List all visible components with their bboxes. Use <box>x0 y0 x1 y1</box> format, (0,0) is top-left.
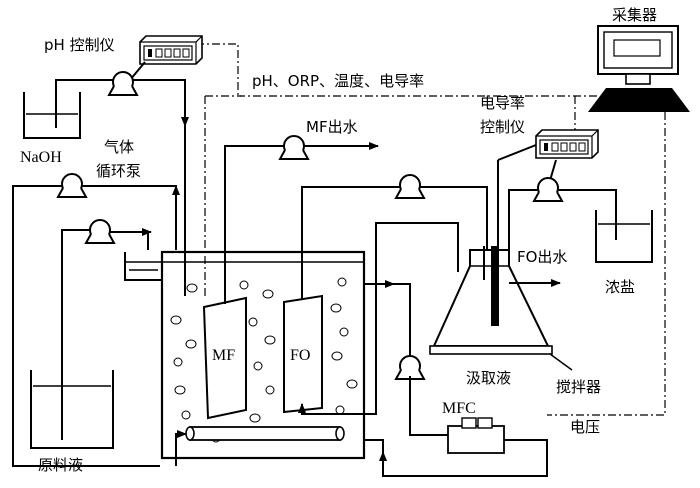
mfc-label: MFC <box>442 400 476 417</box>
feed-beaker <box>30 370 114 449</box>
mf-membrane <box>202 296 247 420</box>
concentrate-pump-icon <box>533 177 563 202</box>
reactor-tank <box>160 250 366 460</box>
feed-line-in <box>61 229 90 440</box>
concentrate-label: 浓盐 <box>605 278 635 296</box>
naoh-line-in <box>55 79 113 128</box>
fo-membrane <box>283 294 323 414</box>
bubbles <box>170 277 358 443</box>
ph-controller-icon <box>139 35 203 65</box>
conductivity-label-1: 电导率 <box>480 94 525 112</box>
stirrer-base <box>429 345 553 355</box>
computer-icon <box>588 25 690 112</box>
recirc-line-a <box>364 283 411 356</box>
fo-return-line <box>308 222 459 415</box>
signal-line-voltage <box>547 112 666 416</box>
recirc-line-b <box>409 376 448 436</box>
mf-pump-icon <box>279 135 309 160</box>
gas-pump-icon <box>57 173 87 198</box>
fo-draw-pump-icon <box>395 174 425 199</box>
concentrate-beaker <box>595 210 653 263</box>
conductivity-label-2: 控制仪 <box>480 118 525 136</box>
concentrate-line-b <box>558 189 617 240</box>
feed-pump-icon <box>85 219 115 244</box>
draw-solution-label: 汲取液 <box>466 369 511 387</box>
aerator-pipe <box>185 426 345 441</box>
recirc-pump-icon <box>395 355 425 380</box>
gas-loop-left <box>12 185 160 467</box>
naoh-beaker <box>23 92 81 139</box>
feed-weir <box>124 252 162 281</box>
gas-pump-label-1: 气体 <box>104 138 134 156</box>
measurements-label: pH、ORP、温度、电导率 <box>252 72 424 90</box>
conductivity-probe-link <box>497 144 537 161</box>
fo-outlet-label: FO出水 <box>517 248 567 266</box>
mfc-icon <box>447 417 505 454</box>
mf-outlet-label: MF出水 <box>306 118 358 136</box>
gas-inlet <box>175 430 187 466</box>
conductivity-probe <box>491 246 499 326</box>
feed-line-out <box>110 231 149 250</box>
collector-label: 采集器 <box>612 6 657 24</box>
mf-label: MF <box>212 347 235 364</box>
signal-line-ph <box>196 43 242 97</box>
concentrate-line-a <box>508 189 538 250</box>
conductivity-controller-icon <box>535 129 599 159</box>
mfc-outlet-line <box>376 439 548 477</box>
voltage-label: 电压 <box>570 418 600 436</box>
naoh-line-out <box>133 79 186 126</box>
fo-draw-line-a <box>301 186 400 300</box>
fo-label: FO <box>290 347 310 364</box>
stirrer-label: 搅拌器 <box>556 378 601 396</box>
naoh-label: NaOH <box>20 149 62 166</box>
mf-outlet-line-a <box>224 145 284 304</box>
ph-controller-label: pH 控制仪 <box>44 36 115 54</box>
gas-pump-label-2: 循环泵 <box>96 162 141 180</box>
feed-solution-label: 原料液 <box>38 456 83 474</box>
